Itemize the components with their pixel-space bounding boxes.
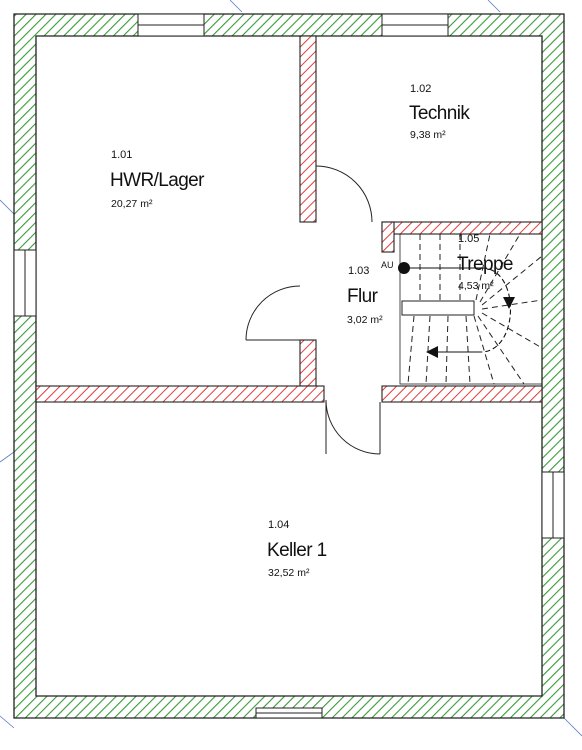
room-name-treppe: Treppe bbox=[457, 254, 514, 275]
room-name-keller: Keller 1 bbox=[267, 540, 327, 561]
room-number-technik: 1.02 bbox=[410, 83, 432, 95]
stair-marker-label: AU bbox=[381, 260, 394, 270]
window-bottom bbox=[255, 707, 323, 719]
door-technik bbox=[315, 165, 373, 223]
room-area-flur: 3,02 m² bbox=[347, 314, 383, 326]
window-left bbox=[13, 249, 37, 317]
doors bbox=[245, 165, 381, 455]
door-keller bbox=[325, 399, 381, 455]
windows bbox=[13, 13, 565, 719]
room-area-keller: 32,52 m² bbox=[268, 567, 310, 579]
stair bbox=[398, 233, 543, 385]
stair-frame bbox=[399, 233, 543, 385]
room-number-flur: 1.03 bbox=[348, 265, 370, 277]
wall-hwr-flur-lower bbox=[299, 339, 317, 387]
door-hwr bbox=[245, 285, 301, 341]
room-area-treppe: 4,53 m² bbox=[458, 280, 494, 292]
window-top-left bbox=[137, 13, 205, 37]
stair-arrow-down bbox=[503, 297, 515, 309]
room-area-technik: 9,38 m² bbox=[410, 129, 446, 141]
room-name-flur: Flur bbox=[347, 286, 378, 307]
interior-walls bbox=[35, 35, 543, 403]
wall-upper-right bbox=[381, 385, 543, 403]
stair-start-dot bbox=[398, 262, 410, 274]
window-right bbox=[541, 471, 565, 539]
room-number-treppe: 1.05 bbox=[458, 233, 480, 245]
stair-treads bbox=[407, 233, 543, 385]
exterior-walls bbox=[13, 13, 565, 719]
stair-center-bar bbox=[401, 300, 475, 316]
wall-stair-left bbox=[381, 221, 395, 253]
room-name-hwr: HWR/Lager bbox=[110, 170, 204, 191]
window-top-right bbox=[381, 13, 449, 37]
wall-upper-left bbox=[35, 385, 325, 403]
stair-arrow-left bbox=[426, 346, 438, 358]
wall-hwr-technik bbox=[299, 35, 317, 223]
room-area-hwr: 20,27 m² bbox=[111, 198, 153, 210]
stair-direction-line bbox=[404, 267, 511, 353]
room-name-technik: Technik bbox=[409, 103, 470, 124]
room-number-hwr: 1.01 bbox=[111, 149, 133, 161]
room-number-keller: 1.04 bbox=[268, 519, 290, 531]
